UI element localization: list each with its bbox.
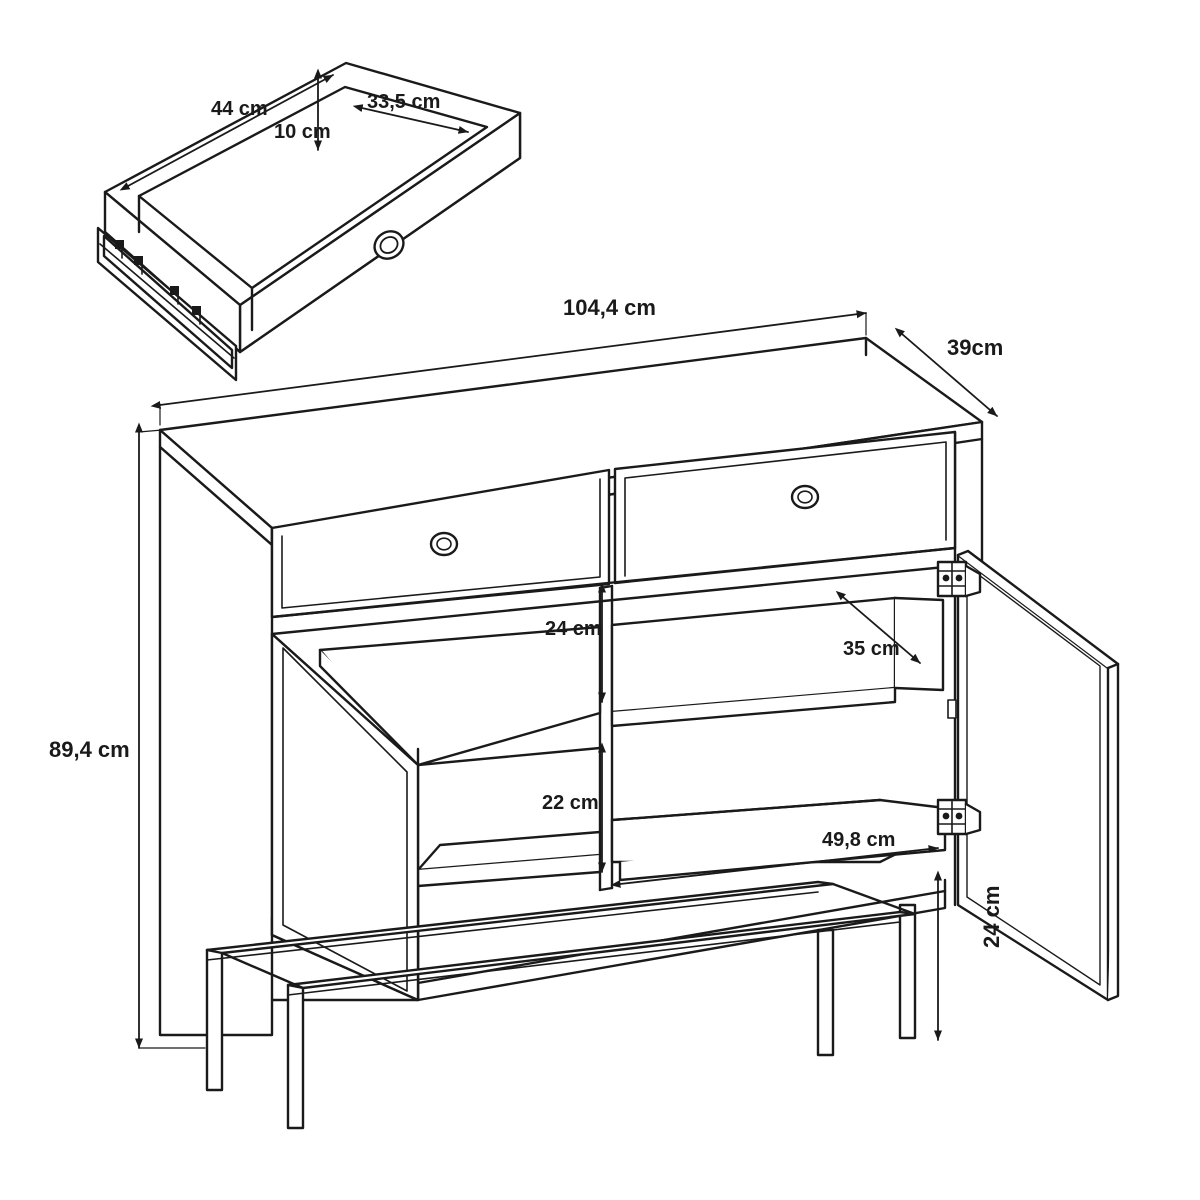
cabinet-group [135,310,1120,1130]
dim-label-door-width: 49,8 cm [822,829,896,851]
hinge-bottom-shape [936,798,982,836]
dim-label-drawer-width: 44 cm [211,98,268,120]
drawer-detail-group [96,61,522,382]
dim-label-shelf-depth: 35 cm [843,638,900,660]
dim-label-leg-height: 24 cm [979,885,1004,948]
dim-label-upper-compartment-height: 24 cm [545,618,602,640]
hinge-top-shape [936,560,982,598]
dim-label-lower-compartment-height: 22 cm [542,792,599,814]
dim-label-cabinet-width: 104,4 cm [563,295,656,320]
dim-label-cabinet-height: 89,4 cm [49,737,130,762]
dim-label-drawer-height: 10 cm [274,121,331,143]
dim-label-cabinet-depth: 39cm [947,335,1004,360]
dim-label-drawer-inner-width: 33,5 cm [367,91,441,113]
